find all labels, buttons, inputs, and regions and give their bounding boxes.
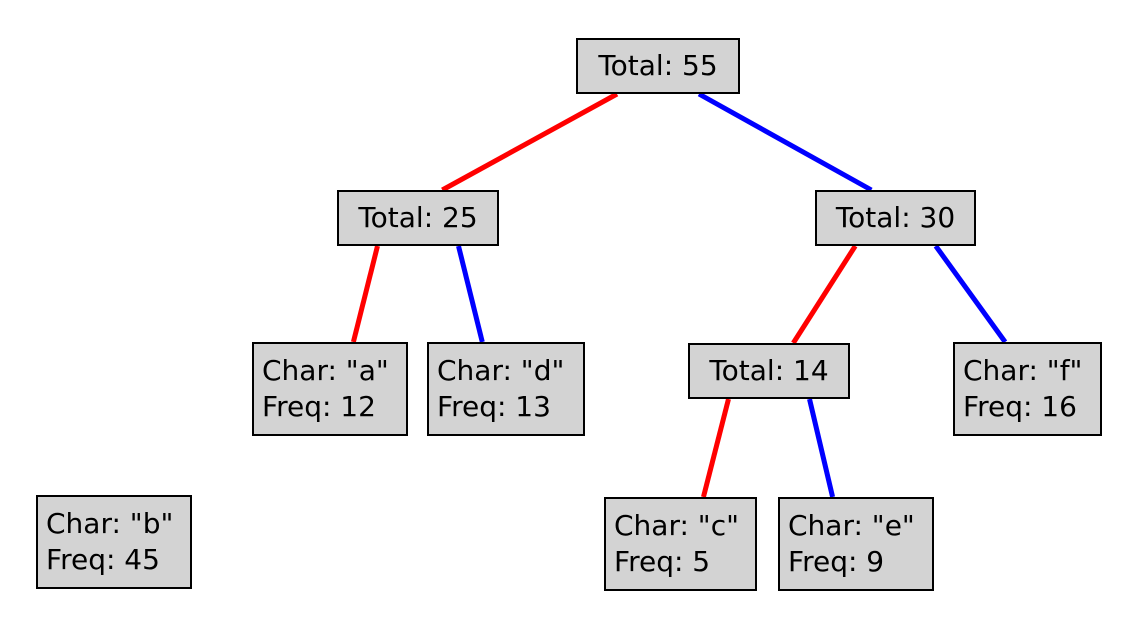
leaf-freq-label: Freq: 12 <box>262 390 376 423</box>
edge-root-t25 <box>441 91 619 193</box>
leaf-char-label: Char: "f" <box>963 354 1083 387</box>
edge-t30-t14 <box>791 244 858 345</box>
leaf-char-e: Char: "e" Freq: 9 <box>778 497 934 591</box>
leaf-freq-label: Freq: 5 <box>614 545 711 578</box>
edge-t25-d <box>456 245 485 343</box>
leaf-freq-label: Freq: 16 <box>963 390 1077 423</box>
leaf-char-label: Char: "e" <box>788 509 915 542</box>
leaf-char-label: Char: "c" <box>614 509 739 542</box>
node-total-30: Total: 30 <box>815 190 976 246</box>
leaf-freq-label: Freq: 45 <box>46 543 160 576</box>
leaf-char-c: Char: "c" Freq: 5 <box>604 497 757 591</box>
edge-t14-e <box>807 398 836 498</box>
edge-t14-c <box>701 398 731 498</box>
node-total-25: Total: 25 <box>337 190 499 246</box>
leaf-char-d: Char: "d" Freq: 13 <box>427 342 585 436</box>
leaf-freq-label: Freq: 9 <box>788 545 885 578</box>
node-total-14: Total: 14 <box>688 343 850 399</box>
leaf-char-b: Char: "b" Freq: 45 <box>36 495 192 589</box>
edge-root-t30 <box>697 91 873 193</box>
leaf-char-f: Char: "f" Freq: 16 <box>953 342 1102 436</box>
edge-t25-a <box>350 245 380 343</box>
leaf-char-label: Char: "b" <box>46 507 174 540</box>
node-label: Total: 25 <box>358 201 478 234</box>
node-total-55: Total: 55 <box>576 38 740 94</box>
edge-t30-f <box>933 244 1008 344</box>
leaf-char-a: Char: "a" Freq: 12 <box>252 342 408 436</box>
node-label: Total: 14 <box>709 354 829 387</box>
leaf-char-label: Char: "a" <box>262 354 389 387</box>
leaf-char-label: Char: "d" <box>437 354 565 387</box>
node-label: Total: 30 <box>835 201 956 234</box>
node-label: Total: 55 <box>598 49 718 82</box>
leaf-freq-label: Freq: 13 <box>437 390 551 423</box>
